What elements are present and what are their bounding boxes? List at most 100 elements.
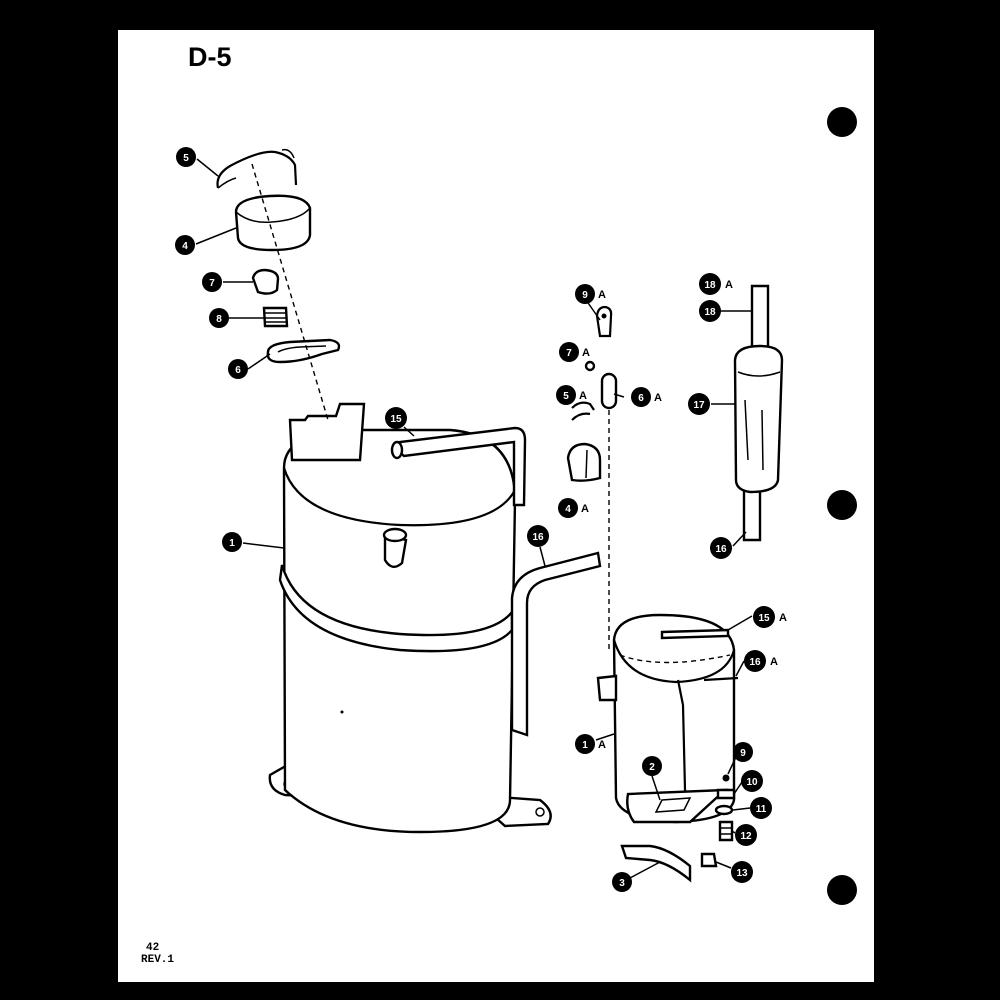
accumulator-outlet-tube: [742, 486, 762, 542]
terminal-housing: [288, 402, 366, 462]
leader-16a: [735, 660, 745, 677]
leader-13: [715, 861, 732, 869]
svg-text:8: 8: [216, 314, 222, 325]
callout-15: 15: [385, 407, 407, 429]
binder-hole-bottom: [827, 875, 857, 905]
svg-text:A: A: [598, 739, 606, 751]
suction-stub-opening: [382, 527, 408, 543]
svg-text:A: A: [598, 289, 606, 301]
leader-10: [733, 781, 743, 795]
callout-15a: 15 A: [753, 606, 787, 628]
svg-text:A: A: [779, 612, 787, 624]
revision-label: REV.1: [141, 954, 174, 966]
process-tube: [510, 551, 602, 737]
compressor-main: [268, 402, 602, 834]
compressor-1a-dome-dash: [619, 654, 731, 664]
callout-7: 7: [202, 272, 222, 292]
leader-4: [195, 227, 237, 245]
leader-6: [247, 353, 271, 370]
callout-11: 11: [750, 797, 772, 819]
mounting-plate-cutout: [654, 797, 692, 813]
callout-8: 8: [209, 308, 229, 328]
leader-15: [403, 426, 415, 437]
compressor-dome-seam: [282, 467, 516, 527]
svg-text:16: 16: [715, 544, 727, 555]
foot-hole-right: [535, 807, 545, 817]
callout-18a: 18 A: [699, 273, 733, 295]
svg-text:15: 15: [758, 613, 770, 624]
svg-text:9: 9: [740, 748, 746, 759]
leader-12: [731, 830, 736, 834]
strap: [620, 844, 692, 883]
svg-text:15: 15: [390, 414, 402, 425]
leader-11: [732, 807, 751, 811]
svg-text:6: 6: [638, 393, 644, 404]
callout-6a: 6 A: [631, 387, 662, 407]
terminal-gasket-inner: [277, 345, 327, 353]
leader-1: [242, 542, 285, 549]
cap-7a: [584, 360, 596, 372]
accumulator-shading: [744, 399, 764, 471]
svg-text:12: 12: [740, 831, 752, 842]
accumulator-inlet-tube: [750, 284, 770, 354]
leader-3: [629, 861, 661, 879]
callout-10: 10: [741, 770, 763, 792]
svg-text:2: 2: [649, 762, 655, 773]
callout-13: 13: [731, 861, 753, 883]
leader-lines: [195, 158, 753, 879]
terminal-cover-rim: [235, 207, 311, 224]
callout-5: 5: [176, 147, 196, 167]
callout-1: 1: [222, 532, 242, 552]
accumulator-assembly: [733, 284, 784, 542]
leader-2: [651, 775, 661, 801]
callout-5a: 5 A: [556, 385, 587, 405]
leader-5: [196, 158, 219, 177]
gasket-6a: [600, 372, 618, 410]
leader-16b: [732, 531, 747, 547]
callout-18: 18: [699, 300, 721, 322]
svg-text:A: A: [582, 347, 590, 359]
svg-text:4: 4: [565, 504, 571, 515]
svg-text:5: 5: [563, 391, 569, 402]
accumulator-body: [733, 344, 784, 494]
hardware-11: [714, 804, 734, 816]
leader-9: [727, 756, 737, 775]
shell-mark: [340, 710, 344, 714]
binder-hole-top: [827, 107, 857, 137]
discharge-tube-15a: [660, 628, 730, 640]
terminal-bushing: [262, 306, 289, 328]
cover-4a-edge: [585, 449, 588, 479]
callout-1a: 1 A: [575, 734, 606, 754]
leader-1a: [595, 733, 615, 741]
svg-text:A: A: [770, 656, 778, 668]
svg-text:5: 5: [183, 153, 189, 164]
callout-12: 12: [735, 824, 757, 846]
svg-text:A: A: [581, 503, 589, 515]
hardware-12: [718, 820, 734, 842]
binder-hole-middle: [827, 490, 857, 520]
cover-4a: [566, 442, 602, 482]
svg-text:A: A: [725, 279, 733, 291]
svg-text:A: A: [654, 392, 662, 404]
hardware-10: [716, 788, 736, 800]
callout-7a: 7 A: [559, 342, 590, 362]
leader-16: [539, 546, 546, 567]
svg-text:18: 18: [704, 307, 716, 318]
callout-9: 9: [733, 742, 753, 762]
svg-text:3: 3: [619, 878, 625, 889]
callout-9a: 9 A: [575, 284, 606, 304]
svg-text:17: 17: [693, 400, 705, 411]
page-number: 42: [146, 942, 159, 954]
callout-16b: 16: [710, 537, 732, 559]
accumulator-seam: [737, 371, 781, 377]
svg-text:9: 9: [582, 290, 588, 301]
callout-4a: 4 A: [558, 498, 589, 518]
terminal-cover: [234, 194, 312, 252]
svg-text:16: 16: [532, 532, 544, 543]
terminal-cover-clip: [216, 150, 298, 189]
terminal-cap: [251, 268, 280, 295]
hardware-12-threads: [720, 827, 732, 835]
callout-17: 17: [688, 393, 710, 415]
